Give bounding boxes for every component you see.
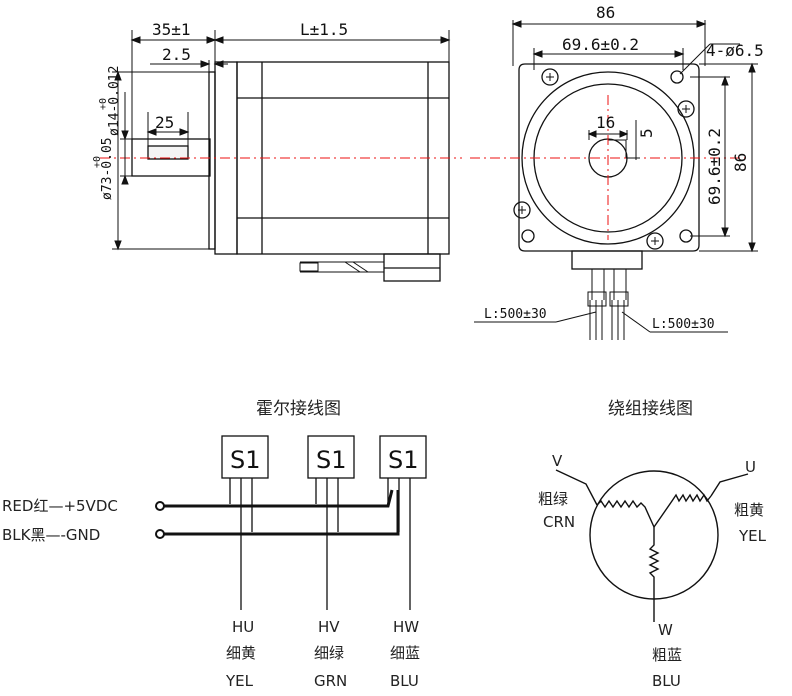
red-terminal — [155, 501, 165, 511]
phase-u-cn: 粗黄 — [734, 501, 764, 519]
output-hw-color: BLU — [390, 672, 419, 690]
dim-front-width: 86 — [596, 3, 615, 22]
side-dimensions — [112, 30, 451, 251]
output-hu-cn: 细黄 — [226, 644, 256, 662]
mounting-holes — [513, 68, 695, 250]
hall-diagram-title: 霍尔接线图 — [256, 399, 341, 419]
output-hv-code: HV — [318, 618, 340, 636]
gnd-terminal — [155, 529, 165, 539]
phase-w-color: BLU — [652, 672, 681, 690]
winding-diagram-title: 绕组接线图 — [608, 399, 693, 419]
phase-u-color: YEL — [738, 527, 767, 545]
dim-front-height: 86 — [731, 153, 750, 172]
dim-shaft-diameter: ø14-0.012 — [107, 66, 122, 136]
shaft-key — [147, 145, 189, 160]
coil-u — [653, 493, 712, 528]
output-hw-code: HW — [393, 618, 419, 636]
hall-sensor-2-label: S1 — [316, 446, 347, 474]
winding-diagram — [555, 469, 749, 622]
red-5v-bus — [164, 489, 394, 508]
hall-sensor-2 — [307, 435, 355, 479]
dim-shaft-tolerance: +0 — [98, 98, 109, 110]
output-hv-cn: 细绿 — [314, 644, 344, 662]
lead-u — [710, 473, 749, 497]
side-view — [131, 61, 450, 282]
phase-u-label: U — [745, 458, 756, 476]
phase-v-color: CRN — [543, 513, 575, 531]
lead-length-right: L:500±30 — [652, 317, 715, 332]
hall-output-hu: HU 细黄 YEL — [225, 618, 256, 690]
hall-output-hw: HW 细蓝 BLU — [390, 618, 420, 690]
output-hu-color: YEL — [225, 672, 254, 690]
phase-v-label: V — [552, 452, 563, 470]
lead-v — [555, 469, 598, 506]
front-flange — [518, 63, 700, 252]
coil-w — [648, 527, 660, 599]
dim-flange-length: 35±1 — [152, 20, 191, 39]
hall-sensor-1-label: S1 — [230, 446, 261, 474]
lead-length-left: L:500±30 — [484, 307, 547, 322]
output-hv-color: GRN — [314, 672, 347, 690]
hall-output-hv: HV 细绿 GRN — [314, 618, 347, 690]
phase-w-cn: 粗蓝 — [652, 646, 682, 664]
dim-pilot-diameter: ø73-0.05 — [100, 137, 115, 200]
dim-key-height: 5 — [637, 128, 656, 138]
dim-hole-span-v: 69.6±0.2 — [705, 128, 724, 205]
dim-key-width: 16 — [596, 113, 615, 132]
dim-body-length: L±1.5 — [300, 20, 348, 39]
coil-v — [596, 499, 655, 528]
gnd-bus — [164, 490, 400, 536]
hall-sensor-1 — [221, 435, 269, 479]
front-centerlines — [470, 95, 745, 240]
hall-sensor-3-label: S1 — [388, 446, 419, 474]
output-hu-code: HU — [232, 618, 254, 636]
dim-step: 2.5 — [162, 45, 191, 64]
phase-v-cn: 粗绿 — [538, 490, 568, 508]
red-wire-label: RED红—+5VDC — [2, 497, 118, 515]
front-view — [513, 63, 700, 340]
dim-pilot-tolerance: +0 — [92, 156, 103, 168]
dim-key-length: 25 — [155, 113, 174, 132]
hall-bus-wires — [164, 489, 400, 536]
output-hw-cn: 细蓝 — [390, 644, 420, 662]
black-wire-label: BLK黑—-GND — [2, 526, 100, 544]
dim-mount-holes: 4-ø6.5 — [706, 41, 764, 60]
phase-w-label: W — [658, 621, 673, 639]
front-dimensions — [474, 20, 758, 333]
hall-sensor-3 — [379, 435, 427, 479]
dim-hole-span-h: 69.6±0.2 — [562, 35, 639, 54]
